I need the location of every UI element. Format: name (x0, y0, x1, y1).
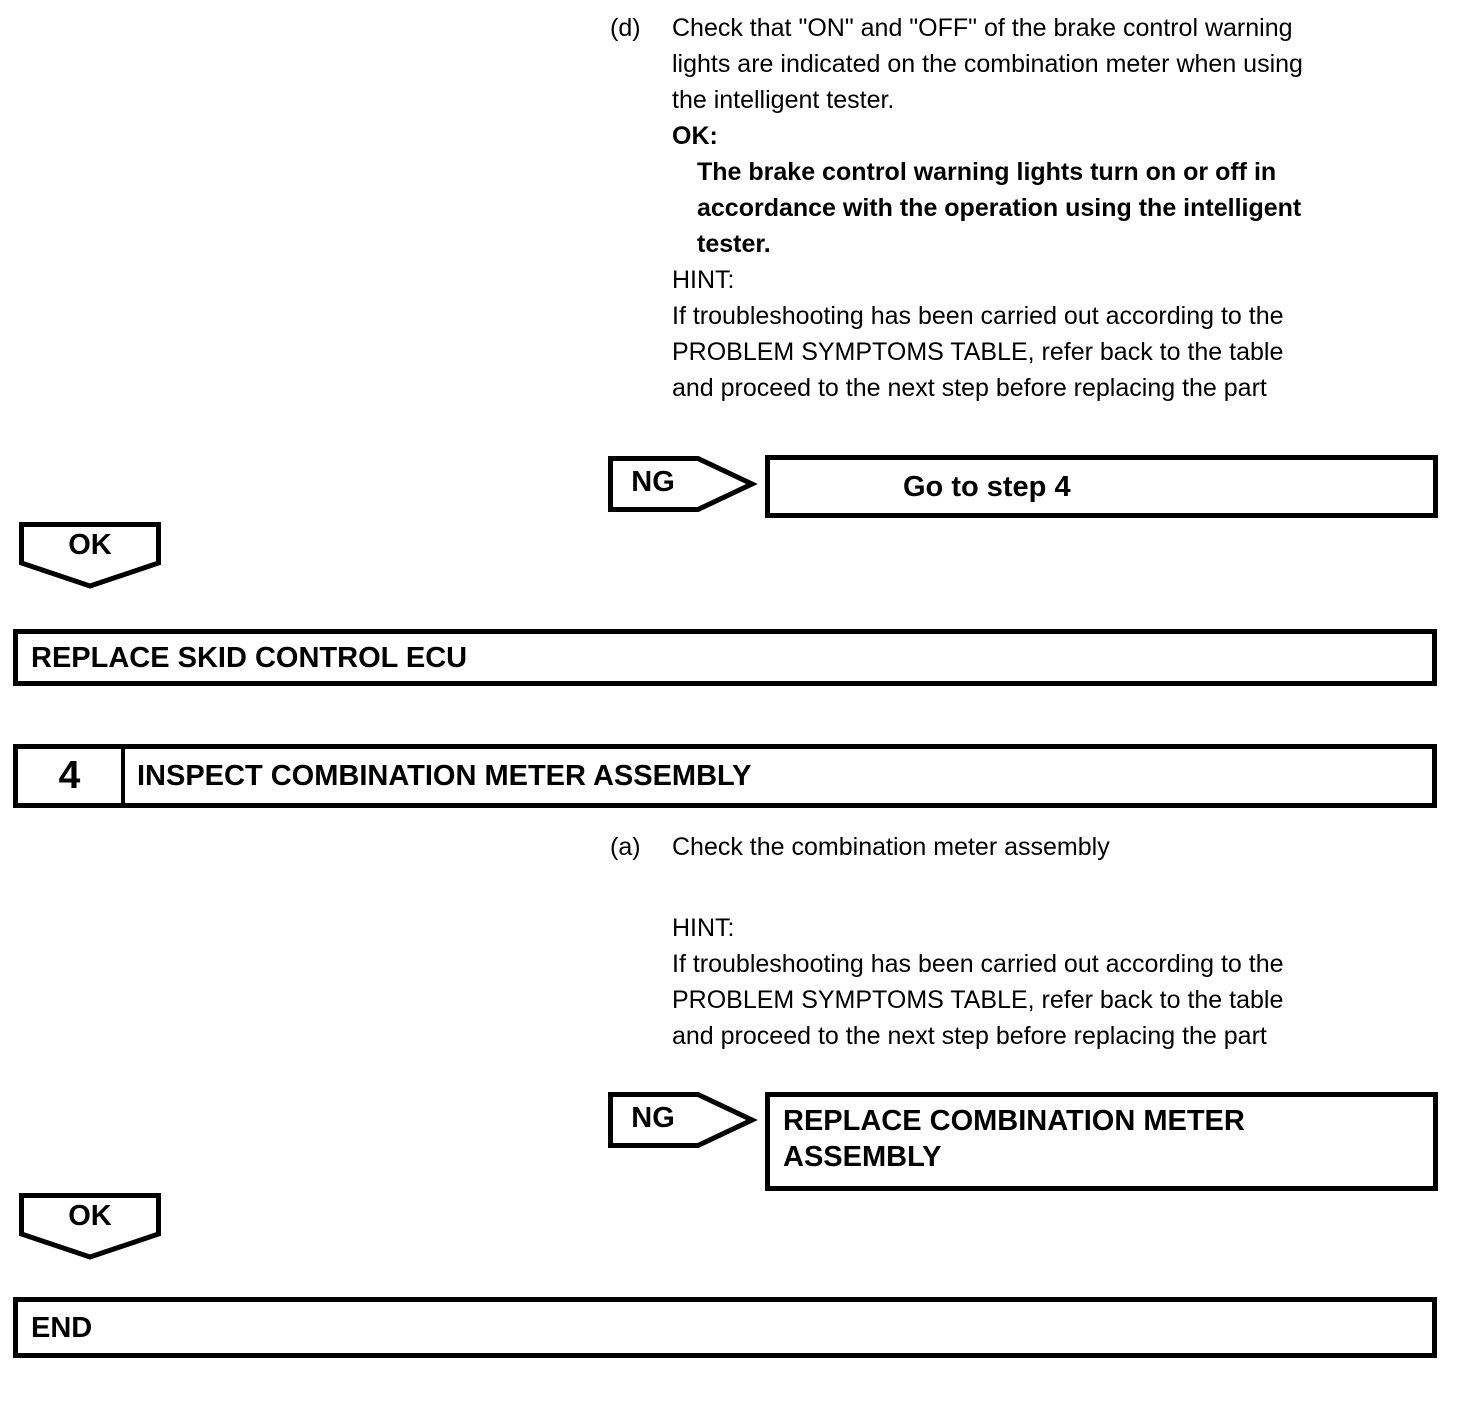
ok-result-box-replace-skid-control-ecu: REPLACE SKID CONTROL ECU (13, 629, 1437, 686)
ok-heading: OK: (672, 122, 718, 150)
ng-arrow-icon (608, 456, 758, 512)
ok-arrow-icon (19, 1193, 161, 1260)
end-text: END (31, 1311, 93, 1344)
substep-d-text: Check that "ON" and "OFF" of the brake c… (672, 14, 1303, 114)
hint-heading-2: HINT: (672, 914, 735, 942)
ok-arrow-icon (19, 522, 161, 589)
ok-result-box-end: END (13, 1297, 1437, 1358)
ng-connector-shape: NG (608, 456, 758, 512)
hint-heading: HINT: (672, 266, 735, 294)
ng-connector-shape-2: NG (608, 1092, 758, 1148)
ng-result-text: Go to step 4 (903, 470, 1071, 503)
hint-text: If troubleshooting has been carried out … (672, 302, 1284, 402)
substep-a-text: Check the combination meter assembly (672, 833, 1110, 861)
ng-label: NG (631, 466, 675, 498)
ok-connector-shape: OK (19, 522, 161, 590)
step-4-header: 4 INSPECT COMBINATION METER ASSEMBLY (13, 744, 1437, 808)
substep-a-marker: (a) (610, 833, 641, 861)
ng-result-text-2: REPLACE COMBINATION METER ASSEMBLY (783, 1105, 1245, 1173)
hint-text-2: If troubleshooting has been carried out … (672, 950, 1284, 1050)
substep-a-block: (a) Check the combination meter assembly… (610, 829, 1464, 1054)
substep-d-marker: (d) (610, 14, 641, 42)
ng-arrow-icon (608, 1092, 758, 1148)
ng-label-2: NG (631, 1102, 675, 1134)
step-number: 4 (18, 749, 125, 803)
substep-a-content: Check the combination meter assembly HIN… (672, 829, 1464, 1054)
ok-condition-text: The brake control warning lights turn on… (697, 158, 1302, 258)
substep-d-content: Check that "ON" and "OFF" of the brake c… (672, 10, 1464, 406)
step-title: INSPECT COMBINATION METER ASSEMBLY (137, 759, 752, 792)
ng-result-box-go-to-step-4: Go to step 4 (765, 455, 1438, 518)
ng-result-box-replace-combination-meter: REPLACE COMBINATION METER ASSEMBLY (765, 1092, 1438, 1191)
substep-d-row: (d) Check that "ON" and "OFF" of the bra… (610, 10, 1464, 406)
ok-label: OK (68, 529, 112, 561)
substep-d-block: (d) Check that "ON" and "OFF" of the bra… (610, 10, 1464, 406)
substep-a-row: (a) Check the combination meter assembly… (610, 829, 1464, 1054)
ok-label-2: OK (68, 1200, 112, 1232)
ok-result-text: REPLACE SKID CONTROL ECU (31, 641, 468, 674)
ok-connector-shape-2: OK (19, 1193, 161, 1261)
